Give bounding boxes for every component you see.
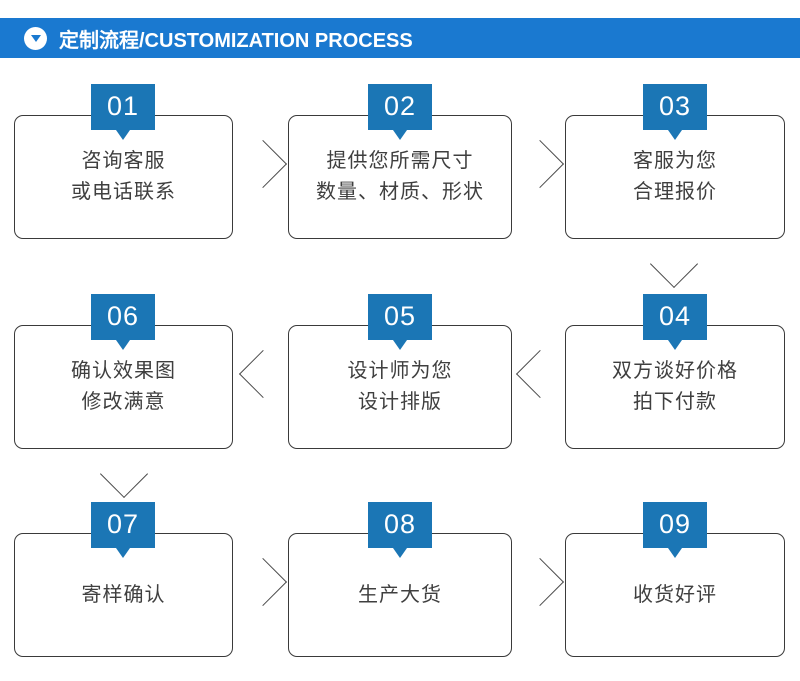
arrow-05-to-06 (238, 349, 288, 399)
triangle-down-icon (24, 26, 47, 50)
arrow-02-to-03 (515, 139, 565, 189)
arrow-04-to-05 (515, 349, 565, 399)
step-card-06-label: 确认效果图 修改满意 (71, 360, 176, 413)
page-header-banner: 定制流程/CUSTOMIZATION PROCESS (0, 18, 800, 58)
step-card-01-label: 咨询客服 或电话联系 (71, 150, 176, 203)
step-badge-06: 06 (91, 294, 155, 350)
step-card-03-label: 客服为您 合理报价 (633, 150, 717, 203)
step-badge-05: 05 (368, 294, 432, 350)
step-badge-06-number: 06 (106, 301, 140, 331)
step-card-07-label: 寄样确认 (81, 583, 166, 606)
arrow-08-to-09 (515, 557, 565, 607)
page-title: 定制流程/CUSTOMIZATION PROCESS (59, 29, 413, 52)
triangle-down-glyph (30, 35, 41, 42)
step-badge-05-number: 05 (383, 301, 417, 331)
step-badge-01: 01 (91, 84, 155, 140)
step-badge-09: 09 (643, 502, 707, 558)
step-card-04-label: 双方谈好价格 拍下付款 (612, 360, 738, 413)
step-card-09-label: 收货好评 (633, 583, 717, 606)
step-badge-02-number: 02 (383, 91, 417, 121)
step-badge-09-number: 09 (658, 509, 692, 539)
step-badge-02: 02 (368, 84, 432, 140)
arrow-07-to-08 (238, 557, 288, 607)
step-badge-07-number: 07 (106, 509, 140, 539)
arrow-01-to-02 (238, 139, 288, 189)
step-badge-04-number: 04 (658, 301, 692, 331)
step-badge-07: 07 (91, 502, 155, 558)
step-card-08-label: 生产大货 (358, 583, 442, 606)
step-badge-01-number: 01 (106, 91, 140, 121)
step-badge-04: 04 (643, 294, 707, 350)
step-badge-08: 08 (368, 502, 432, 558)
step-badge-08-number: 08 (383, 509, 417, 539)
step-badge-03-number: 03 (658, 91, 692, 121)
step-badge-03: 03 (643, 84, 707, 140)
step-card-05: 设计师为您 设计排版 (288, 325, 512, 449)
step-card-02-label: 提供您所需尺寸 数量、材质、形状 (316, 150, 484, 203)
arrow-06-to-07 (99, 449, 149, 499)
step-card-05-label: 设计师为您 设计排版 (347, 360, 453, 413)
arrow-03-to-04 (649, 239, 699, 289)
